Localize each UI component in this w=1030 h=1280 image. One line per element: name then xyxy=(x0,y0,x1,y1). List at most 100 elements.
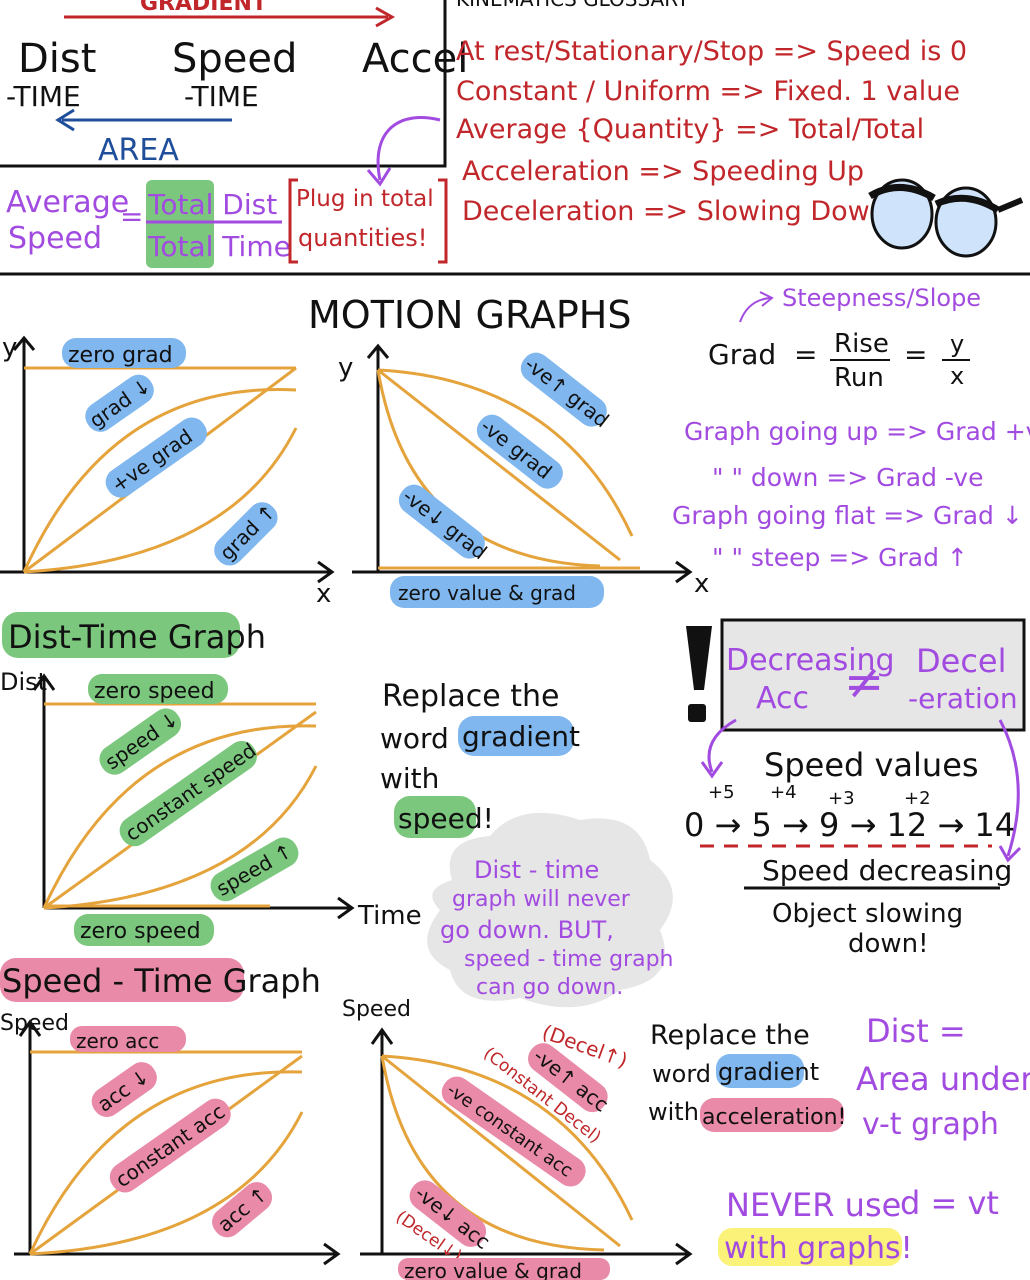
dt-label-0: zero speed xyxy=(94,679,215,704)
dist-time-label: -TIME xyxy=(6,80,81,113)
cloud-note: Dist - time graph will never go down. BU… xyxy=(427,812,673,1008)
avg-equals: = xyxy=(120,200,143,233)
down-label: down! xyxy=(848,929,929,959)
cloud-line5: can go down. xyxy=(476,975,623,1000)
speed-values: Speed values xyxy=(764,746,979,784)
gradient-label: GRADIENT xyxy=(140,0,267,16)
replace-speed-note: Replace the word gradient with speed! xyxy=(380,679,580,838)
steepness-label: Steepness/Slope xyxy=(782,284,981,312)
decel-box-frame xyxy=(720,618,1026,732)
glossary-line-1: At rest/Stationary/Stop => Speed is 0 xyxy=(456,36,967,67)
plug-line2: quantities! xyxy=(298,224,427,252)
glossary-line-3: Average {Quantity} => Total/Total xyxy=(456,114,924,145)
st-y-label: Speed xyxy=(0,1011,69,1036)
object-slowing: Object slowing xyxy=(772,899,963,929)
st2-label-6: zero value & grad xyxy=(404,1259,582,1280)
dt-label-1: speed ↓ xyxy=(101,707,183,775)
never-use: NEVER use xyxy=(726,1186,901,1224)
replace2-with: with xyxy=(648,1098,699,1126)
speed-label: Speed xyxy=(172,36,297,82)
replace1-gradient: gradient xyxy=(462,720,580,753)
replace1-speed: speed! xyxy=(398,802,494,835)
glasses-icon xyxy=(868,178,1024,258)
motion-title: MOTION GRAPHS xyxy=(308,293,631,337)
cloud-line1: Dist - time xyxy=(474,856,599,884)
avg-speed-word1: Average xyxy=(6,185,129,220)
not-equal: ≠ xyxy=(844,654,884,710)
acc-label: Acc xyxy=(756,681,809,716)
increment-3: +2 xyxy=(904,788,931,809)
note-1: Graph going up => Grad +ve xyxy=(684,417,1030,446)
bracket-right xyxy=(438,178,448,264)
speed-time-section: Speed - Time Graph Speed zero acc acc ↓ … xyxy=(0,958,341,1266)
replace1-with: with xyxy=(380,762,439,795)
glossary-line-2: Constant / Uniform => Fixed. 1 value xyxy=(456,76,960,107)
cloud-line3: go down. BUT, xyxy=(440,916,614,944)
gradient-notes: Steepness/Slope Grad = Rise Run = y x Gr… xyxy=(672,284,1030,572)
accel-label: Accel xyxy=(362,36,468,82)
g2-x-label: x xyxy=(694,569,709,599)
avg-speed-word2: Speed xyxy=(8,221,102,256)
decel-label: Decel xyxy=(916,642,1007,680)
rise-label: Rise xyxy=(834,329,889,359)
exclamation-text: ! xyxy=(0,0,1,1)
g1-label-3: grad ↑ xyxy=(215,499,281,565)
g1-x-label: x xyxy=(316,579,331,609)
total-time: Total Time xyxy=(147,230,291,263)
area-under: Area under xyxy=(856,1060,1030,1098)
replace2-line1: Replace the xyxy=(650,1020,810,1051)
increment-2: +3 xyxy=(828,788,855,809)
x-under: x xyxy=(950,362,964,390)
plug-line1: Plug in total xyxy=(296,186,434,212)
exclamation-bar xyxy=(686,626,712,690)
increment-0: +5 xyxy=(708,782,735,803)
d-vt: d = vt xyxy=(900,1184,999,1222)
st-label-2: constant acc xyxy=(111,1099,229,1192)
g2-label-2: -ve↓ grad xyxy=(398,484,491,564)
speed-decreasing: Speed decreasing xyxy=(762,854,1012,887)
dt-x-label: Time xyxy=(357,901,422,931)
dist-label: Dist xyxy=(18,36,96,82)
g1-label-0: zero grad xyxy=(68,343,173,368)
speed-time-graph-2: Speed -ve↑ acc (Decel↑) -ve constant acc… xyxy=(342,997,693,1280)
g2-label-3: zero value & grad xyxy=(398,581,576,605)
cloud-line2: graph will never xyxy=(452,887,631,912)
glossary: KINEMATICS GLOSSARY At rest/Stationary/S… xyxy=(456,0,1024,258)
total-dist: Total Dist xyxy=(147,188,277,221)
never-use-note: NEVER use d = vt with graphs! xyxy=(718,1184,999,1266)
y-over: y xyxy=(950,330,964,358)
dist-time-section: Dist-Time Graph Dist Time zero speed spe… xyxy=(0,612,422,946)
glossary-line-4: Acceleration => Speeding Up xyxy=(462,156,864,187)
gradient-area-box: GRADIENT Dist -TIME Speed -TIME Accel AR… xyxy=(0,0,468,168)
st-label-0: zero acc xyxy=(76,1029,159,1053)
note-2: " " down => Grad -ve xyxy=(712,463,983,492)
replace2-accel: acceleration! xyxy=(702,1105,846,1130)
replace-accel-note: Replace the word gradient with accelerat… xyxy=(648,1020,846,1132)
note-3: Graph going flat => Grad ↓ xyxy=(672,501,1023,530)
eration-label: -eration xyxy=(908,682,1018,715)
increment-1: +4 xyxy=(770,782,797,803)
exclamation-dot xyxy=(688,704,706,722)
g1-label-2: +ve grad xyxy=(107,424,197,497)
replace2-gradient: gradient xyxy=(718,1058,819,1086)
speed-time-label: -TIME xyxy=(184,80,259,113)
dist-eq: Dist = xyxy=(866,1012,966,1050)
replace2-word: word xyxy=(652,1060,711,1088)
cloud-shape xyxy=(427,812,673,1008)
bracket-left xyxy=(288,178,298,264)
area-arrow-head xyxy=(55,108,75,132)
area-under-note: Dist = Area under v-t graph xyxy=(856,1012,1030,1142)
speed-time-title: Speed - Time Graph xyxy=(2,962,321,1000)
speed-sequence: 0 → 5 → 9 → 12 → 14 xyxy=(684,806,1015,844)
dt-label-4: zero speed xyxy=(80,919,201,944)
grad-eq2: = xyxy=(904,338,927,371)
g2-y-label: y xyxy=(338,353,353,383)
note-4: " " steep => Grad ↑ xyxy=(712,543,968,572)
vt-graph: v-t graph xyxy=(862,1107,999,1142)
motion-graph-2: y x -ve↑ grad -ve grad -ve↓ grad zero va… xyxy=(338,343,709,608)
formula-highlight xyxy=(146,180,214,268)
gradient-arrow-head xyxy=(375,6,396,28)
grad-word: Grad xyxy=(708,338,776,371)
average-speed-formula: Average Speed = Total Dist Total Time Pl… xyxy=(6,116,448,268)
